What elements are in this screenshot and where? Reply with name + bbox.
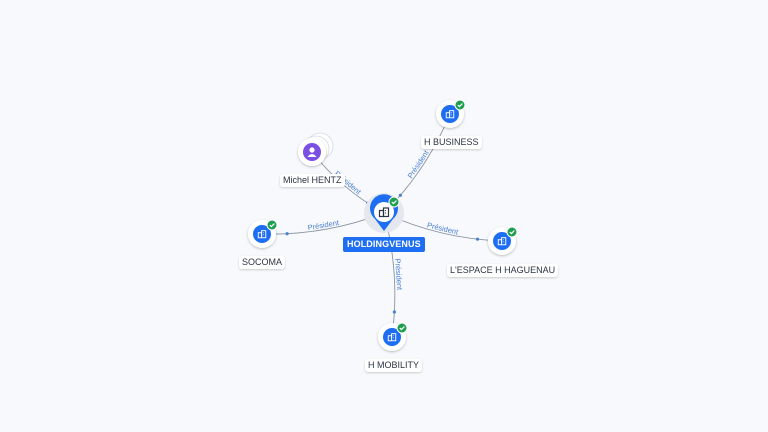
node-lespace-h-haguenau[interactable] <box>488 226 518 255</box>
check-badge-icon <box>266 219 278 231</box>
node-label-lespace-h-haguenau[interactable]: L'ESPACE H HAGUENAU <box>447 264 559 277</box>
node-label-h-business[interactable]: H BUSINESS <box>421 136 482 149</box>
node-socoma[interactable] <box>248 219 278 248</box>
node-h-mobility[interactable] <box>378 322 408 351</box>
check-badge-icon <box>396 322 408 334</box>
edge-label: Président <box>307 218 341 232</box>
edge-arrow-icon <box>398 193 402 197</box>
node-h-business[interactable] <box>436 99 466 128</box>
node-center[interactable] <box>364 193 404 233</box>
node-label-michel-hentz[interactable]: Michel HENTZ <box>280 174 345 187</box>
node-michel-hentz[interactable] <box>298 132 334 166</box>
edge-arrow-icon <box>285 232 289 236</box>
edge-label: Président <box>426 220 460 236</box>
node-label-socoma[interactable]: SOCOMA <box>239 256 286 269</box>
edge-label: Président <box>406 148 432 180</box>
person-icon <box>307 147 317 157</box>
edge-label: Président <box>393 258 404 291</box>
edge-arrow-icon <box>475 237 480 241</box>
check-badge-icon <box>506 226 518 238</box>
edge-arrow-icon <box>392 310 396 314</box>
check-badge-icon <box>454 99 466 111</box>
check-badge-icon <box>388 196 400 208</box>
node-label-holdingvenus[interactable]: HOLDINGVENUS <box>343 237 425 252</box>
node-label-h-mobility[interactable]: H MOBILITY <box>365 359 423 372</box>
